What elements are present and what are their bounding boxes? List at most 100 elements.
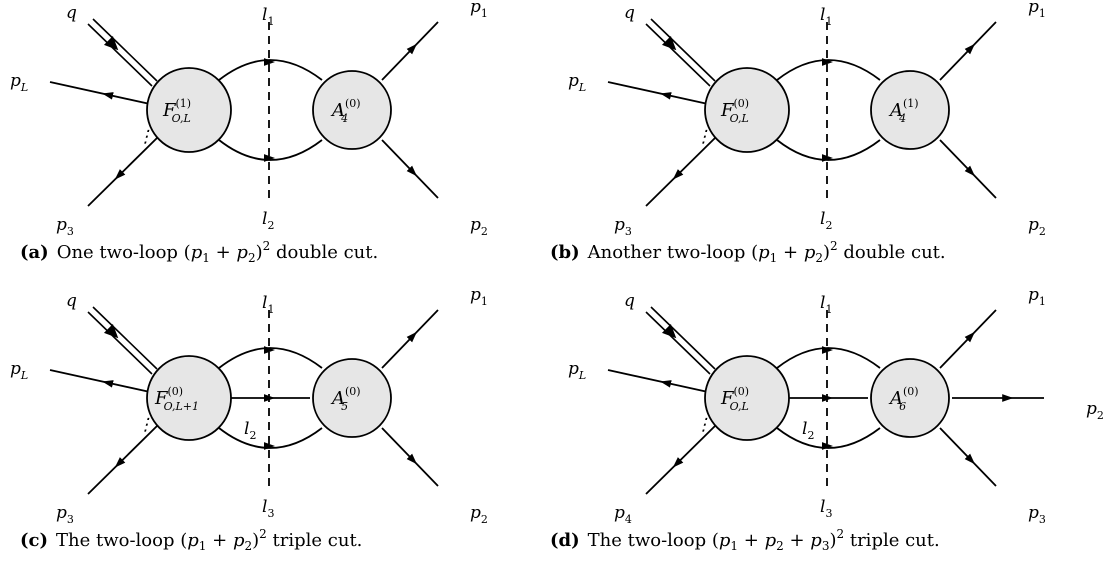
label-pL-symbol: p <box>10 359 21 379</box>
label-l-top-subscript: 1 <box>825 15 832 28</box>
label-q: q <box>66 3 77 23</box>
label-l-top-symbol: l <box>262 5 267 25</box>
caption-math-token: p <box>758 242 770 263</box>
blob-amplitude-label-symbol: A <box>330 388 345 409</box>
leg-q-outer <box>87 311 153 375</box>
blob-amplitude-label: A(1)4 <box>888 97 919 125</box>
blob-amplitude-label-subscript: 4 <box>340 112 348 125</box>
caption-math-token: 2 <box>263 239 271 253</box>
label-p1-symbol: p <box>470 0 481 17</box>
caption-text-after: triple cut. <box>267 530 363 551</box>
blob-form-factor-label: F(0)O,L+1 <box>154 385 199 413</box>
leg-q-inner <box>92 18 158 82</box>
blob-form-factor-label-superscript: (1) <box>176 97 192 110</box>
label-l-top: l1 <box>262 5 274 28</box>
label-p1: p1 <box>1028 0 1046 20</box>
internal-line-lower <box>776 427 881 449</box>
blob-amplitude <box>870 70 950 150</box>
caption-text-after: triple cut. <box>844 530 940 551</box>
label-l-bottom: l3 <box>262 497 274 520</box>
caption-math-token: + <box>777 242 804 263</box>
label-pL: pL <box>10 359 28 382</box>
caption-math-token: 1 <box>770 251 778 265</box>
label-p-left-bottom-symbol: p <box>614 503 625 523</box>
blob-form-factor-label-symbol: F <box>162 100 177 121</box>
label-p-right-bottom-subscript: 2 <box>481 513 488 526</box>
label-q: q <box>624 291 635 311</box>
label-p-right-bottom: p2 <box>1028 215 1046 238</box>
caption: (b)Another two-loop (p1 + p2)2 double cu… <box>550 239 946 265</box>
caption-tag: (a) <box>20 242 49 263</box>
caption-math-token: p <box>191 242 203 263</box>
label-p-right-bottom-subscript: 2 <box>1039 225 1046 238</box>
caption-math-token: 2 <box>830 239 838 253</box>
blob-form-factor-label-subscript: O,L <box>172 112 191 125</box>
internal-line-lower <box>218 139 323 161</box>
caption-math-token: ) <box>823 242 830 263</box>
label-p-left-bottom: p4 <box>614 503 632 526</box>
blob-form-factor-label-subscript: O,L+1 <box>164 400 199 413</box>
leg-pL-line <box>49 369 151 393</box>
label-p-right-bottom: p3 <box>1028 503 1046 526</box>
blob-amplitude-label: A(0)5 <box>330 385 361 413</box>
caption-math-token: ) <box>829 530 836 551</box>
label-l-middle-symbol: l <box>244 419 249 439</box>
caption-math-token: 3 <box>822 539 830 553</box>
label-l-middle-symbol: l <box>802 419 807 439</box>
label-l-bottom: l2 <box>820 209 832 232</box>
label-p1-symbol: p <box>470 285 481 305</box>
label-l-top: l1 <box>820 293 832 316</box>
blob-amplitude-label-superscript: (0) <box>345 97 361 110</box>
label-p1-subscript: 1 <box>1039 7 1046 20</box>
label-l-top: l1 <box>820 5 832 28</box>
leg-p1-line <box>939 21 997 81</box>
label-l-middle: l2 <box>802 419 814 442</box>
caption-math-token: 2 <box>248 251 256 265</box>
blob-form-factor-label-superscript: (0) <box>734 385 750 398</box>
caption-math-token: 2 <box>836 527 844 541</box>
caption-math-token: p <box>187 530 199 551</box>
label-p-right-bottom-subscript: 2 <box>481 225 488 238</box>
label-p-right-mid-subscript: 2 <box>1097 409 1104 422</box>
caption-math-token: p <box>810 530 822 551</box>
caption-math-token: 1 <box>199 539 207 553</box>
label-pL: pL <box>568 359 586 382</box>
label-p1-symbol: p <box>1028 285 1039 305</box>
caption: (a)One two-loop (p1 + p2)2 double cut. <box>20 239 378 265</box>
caption-math-token: ( <box>751 242 758 263</box>
blob-amplitude-label-subscript: 4 <box>898 112 906 125</box>
label-pL-symbol: p <box>568 71 579 91</box>
label-q: q <box>66 291 77 311</box>
label-l-top-symbol: l <box>262 293 267 313</box>
label-l-bottom: l2 <box>262 209 274 232</box>
caption-math-token: ( <box>180 530 187 551</box>
label-p-right-bottom: p2 <box>470 215 488 238</box>
leg-bottom-line <box>87 137 158 207</box>
label-l-top-symbol: l <box>820 293 825 313</box>
label-p-right-bottom-symbol: p <box>470 215 481 235</box>
label-p-right-bottom-symbol: p <box>1028 503 1039 523</box>
leg-q-outer <box>87 23 153 87</box>
leg-bottom-line <box>645 425 716 495</box>
label-p-left-bottom-symbol: p <box>56 503 67 523</box>
caption-math-token: p <box>765 530 777 551</box>
label-p-left-bottom-subscript: 3 <box>67 225 74 238</box>
leg-p-bottom-line <box>381 427 439 487</box>
blob-amplitude-label-symbol: A <box>330 100 345 121</box>
blob-form-factor-label-superscript: (0) <box>168 385 184 398</box>
label-p-left-bottom-subscript: 4 <box>625 513 632 526</box>
leg-q-arrow <box>661 35 677 51</box>
caption-math-token: + <box>206 530 233 551</box>
caption: (d)The two-loop (p1 + p2 + p3)2 triple c… <box>550 527 940 553</box>
blob-amplitude-label: A(0)6 <box>888 385 919 413</box>
label-q-symbol: q <box>624 291 635 311</box>
label-p-right-bottom-subscript: 3 <box>1039 513 1046 526</box>
label-l-middle-subscript: 2 <box>249 429 256 442</box>
internal-line-lower <box>776 139 881 161</box>
caption-math-token: ( <box>184 242 191 263</box>
blob-form-factor <box>146 67 232 153</box>
blob-amplitude-label-subscript: 6 <box>899 400 906 413</box>
label-l-bottom-symbol: l <box>262 209 267 229</box>
